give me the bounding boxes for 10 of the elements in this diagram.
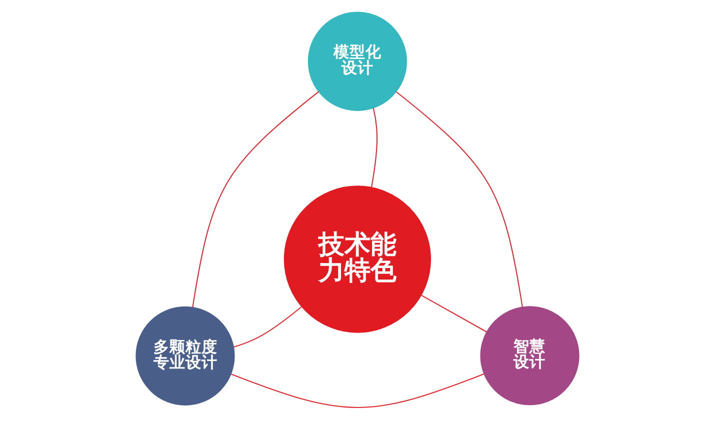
connector [371,108,378,188]
node-circle: 技术能力特色 [284,186,432,333]
node-circle: 模型化设计 [308,12,408,111]
node-circle: 多颗粒度专业设计 [136,306,235,406]
connector [230,373,484,408]
node-circle: 智慧设计 [480,306,580,406]
connector [421,294,487,332]
connector [234,306,302,348]
connector [396,92,523,308]
connector [192,91,319,308]
